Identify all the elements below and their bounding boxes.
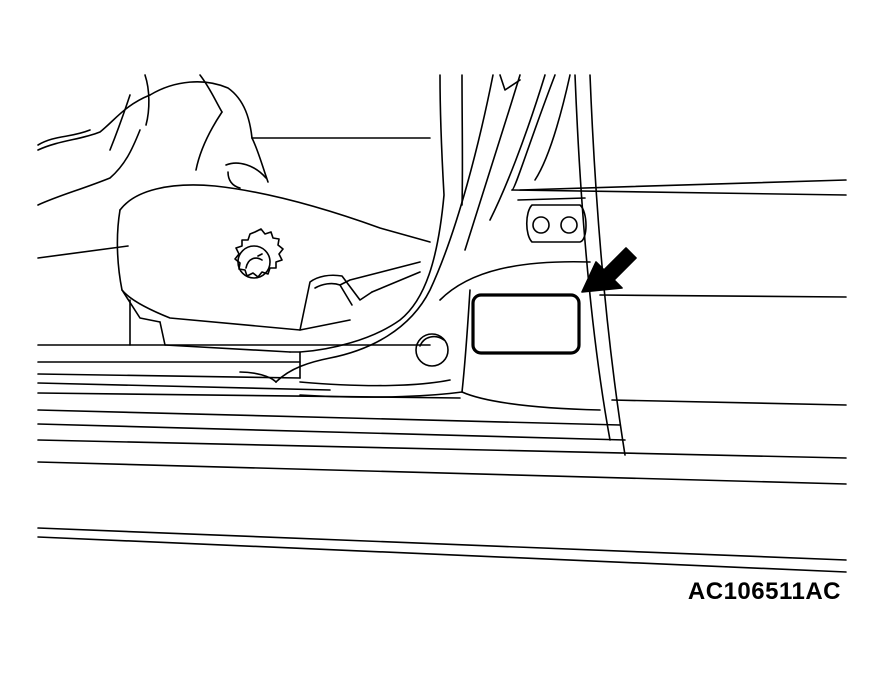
floor-sill-lines xyxy=(37,344,847,573)
figure-id-label: AC106511AC xyxy=(687,578,841,605)
arrow-icon xyxy=(581,247,637,293)
recline-knob xyxy=(234,228,284,279)
bolt-bracket xyxy=(525,204,587,243)
service-hole-plug xyxy=(471,293,581,355)
round-hole xyxy=(415,333,449,367)
b-pillar xyxy=(275,74,847,456)
seat-occupant xyxy=(37,74,431,383)
